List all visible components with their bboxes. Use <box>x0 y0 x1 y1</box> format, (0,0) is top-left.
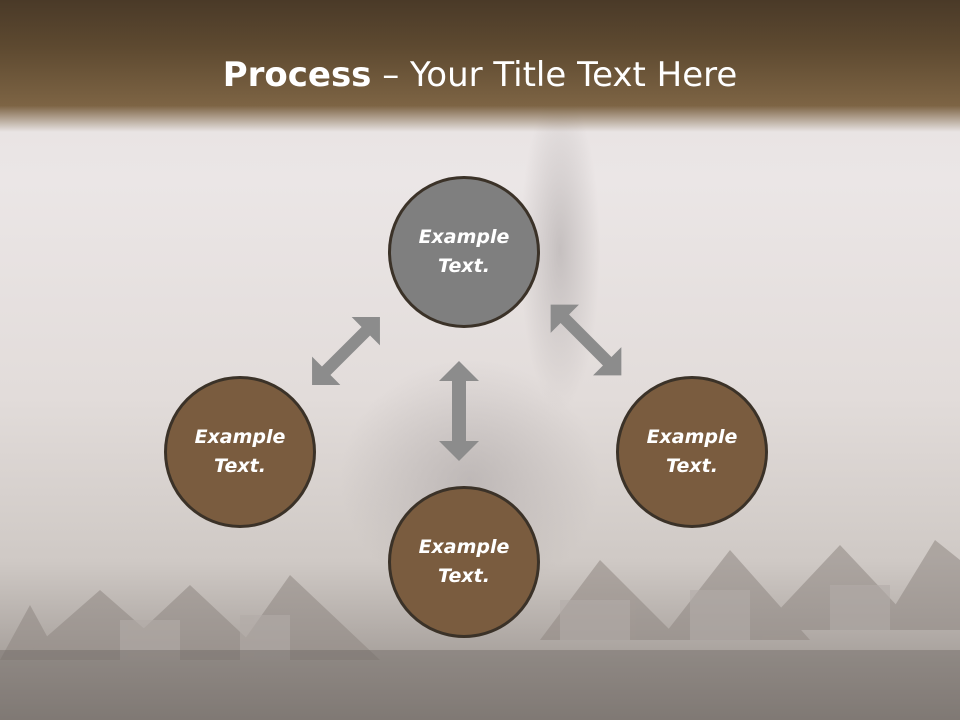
title-bar <box>0 0 960 132</box>
slide-title[interactable]: Process – Your Title Text Here <box>0 52 960 98</box>
double-arrow-top-right <box>550 304 622 376</box>
double-arrow-top-left <box>312 317 380 385</box>
title-rest: – Your Title Text Here <box>371 55 738 95</box>
double-arrow-vertical <box>439 361 479 461</box>
title-bold: Process <box>222 55 372 95</box>
